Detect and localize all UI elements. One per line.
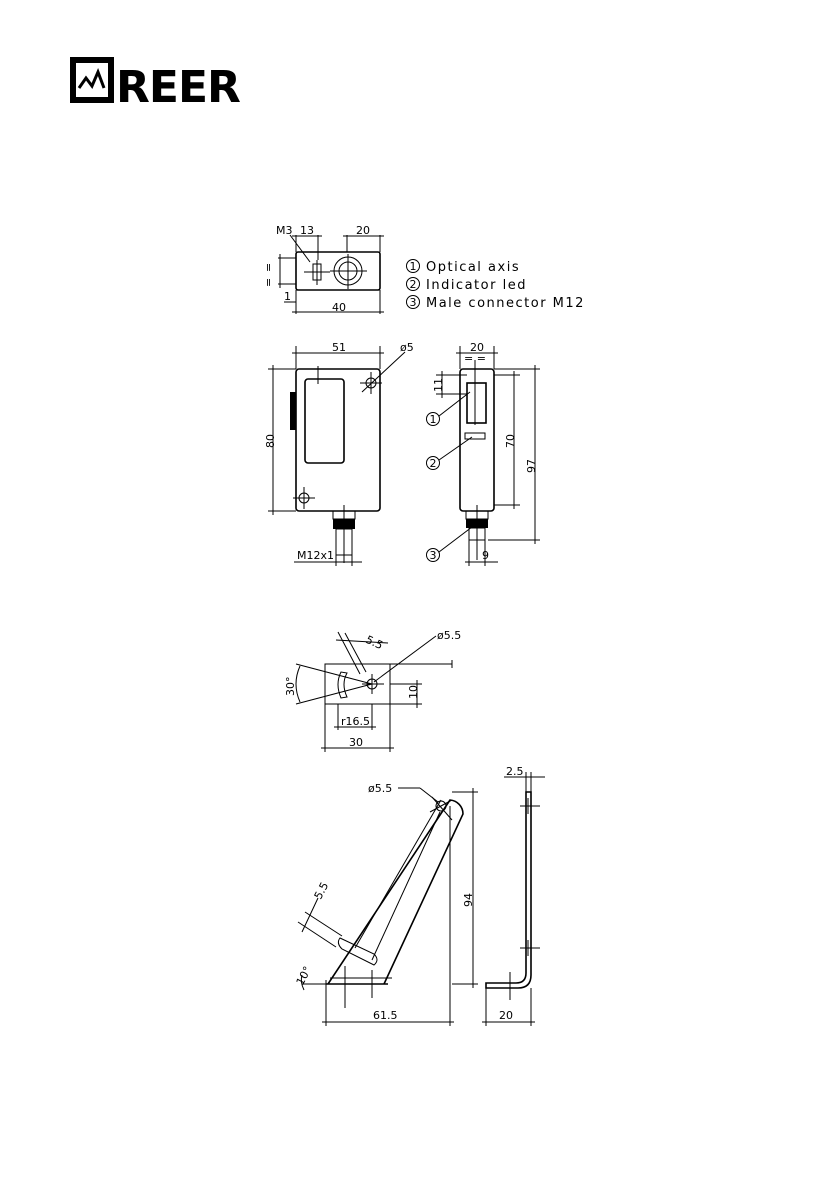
legend-label-1: Optical axis — [426, 260, 520, 275]
dim-30: 30 — [349, 736, 363, 749]
dim-20-bracket: 20 — [499, 1009, 513, 1022]
legend-num-3: 3 — [410, 296, 417, 309]
slot-width-top: 5.5 — [364, 633, 385, 652]
logo-text: REER — [116, 62, 240, 113]
svg-text:=: = — [262, 278, 275, 287]
legend-label-2: Indicator led — [426, 278, 527, 293]
slot-width-side: 5.5 — [312, 880, 332, 902]
dim-40: 40 — [332, 301, 346, 314]
dim-70: 70 — [504, 434, 517, 448]
dim-20-top: 20 — [356, 224, 370, 237]
dim-94: 94 — [462, 893, 475, 907]
dim-2-5: 2.5 — [506, 765, 524, 778]
front-view: 51 ø5 80 M12x1 — [264, 341, 414, 566]
dim-11: 11 — [432, 378, 445, 392]
dim-10: 10 — [407, 685, 420, 699]
hole-side: ø5.5 — [368, 782, 392, 795]
callout-1: 1 — [430, 413, 437, 426]
bracket-top-view: 30° 5.5 ø5.5 10 r16.5 30 — [284, 629, 461, 752]
dim-51: 51 — [332, 341, 346, 354]
dim-97: 97 — [525, 459, 538, 473]
dim-13: 13 — [300, 224, 314, 237]
dim-61-5: 61.5 — [373, 1009, 398, 1022]
legend-num-1: 1 — [410, 260, 417, 273]
hole-top: ø5.5 — [437, 629, 461, 642]
dim-80: 80 — [264, 434, 277, 448]
callout-3: 3 — [430, 549, 437, 562]
hole-label: ø5 — [400, 341, 414, 354]
dim-9: 9 — [482, 549, 489, 562]
legend-label-3: Male connector M12 — [426, 296, 585, 311]
reer-logo: REER — [70, 57, 240, 113]
angle-30: 30° — [284, 677, 297, 697]
svg-text:=: = — [262, 263, 275, 272]
svg-text:= =: = = — [464, 352, 486, 365]
callout-2: 2 — [430, 457, 437, 470]
connector-label: M12x1 — [297, 549, 334, 562]
bracket-side-view: 5.5 10° ø5.5 94 61.5 2.5 20 — [294, 765, 545, 1026]
side-view: 20 = = 11 70 97 9 1 2 3 — [427, 341, 541, 566]
radius-label: r16.5 — [341, 715, 370, 728]
top-view: M3 13 20 = = 1 40 — [262, 224, 384, 314]
legend-num-2: 2 — [410, 278, 417, 291]
legend: 1 Optical axis 2 Indicator led 3 Male co… — [407, 260, 585, 312]
thread-label: M3 — [276, 224, 293, 237]
dim-1: 1 — [284, 290, 291, 303]
